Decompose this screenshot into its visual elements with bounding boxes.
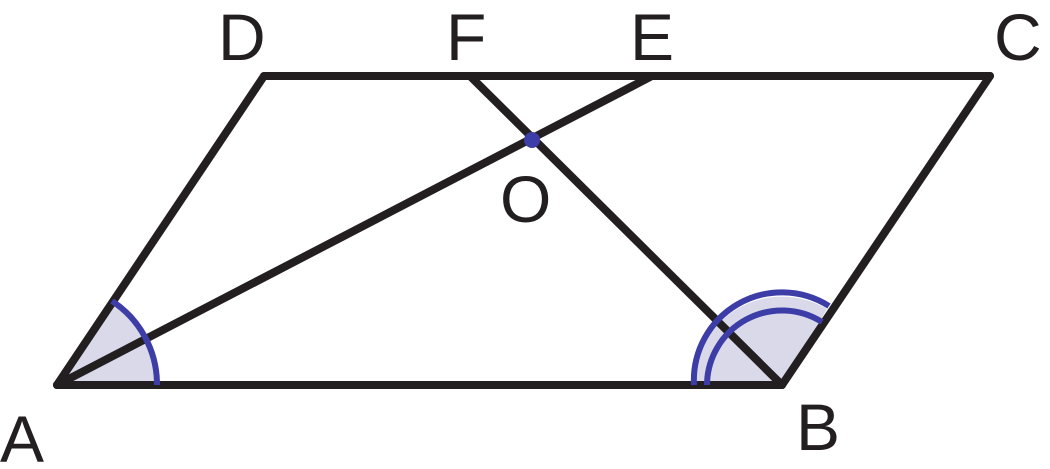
angle-b-arc-inner: [704, 307, 824, 386]
segment-ae: [53, 72, 656, 389]
angle-a-arc: [110, 298, 161, 386]
label-o: O: [500, 162, 551, 236]
label-e: E: [630, 0, 674, 74]
label-d: D: [218, 0, 266, 74]
label-f: F: [446, 0, 486, 74]
side-bc: [778, 72, 994, 389]
label-c: C: [994, 0, 1042, 74]
point-o-dot: [524, 132, 540, 148]
angle-b-arc-outer: [690, 289, 831, 386]
label-b: B: [796, 390, 840, 464]
side-da: [53, 72, 268, 389]
label-a: A: [0, 402, 44, 469]
